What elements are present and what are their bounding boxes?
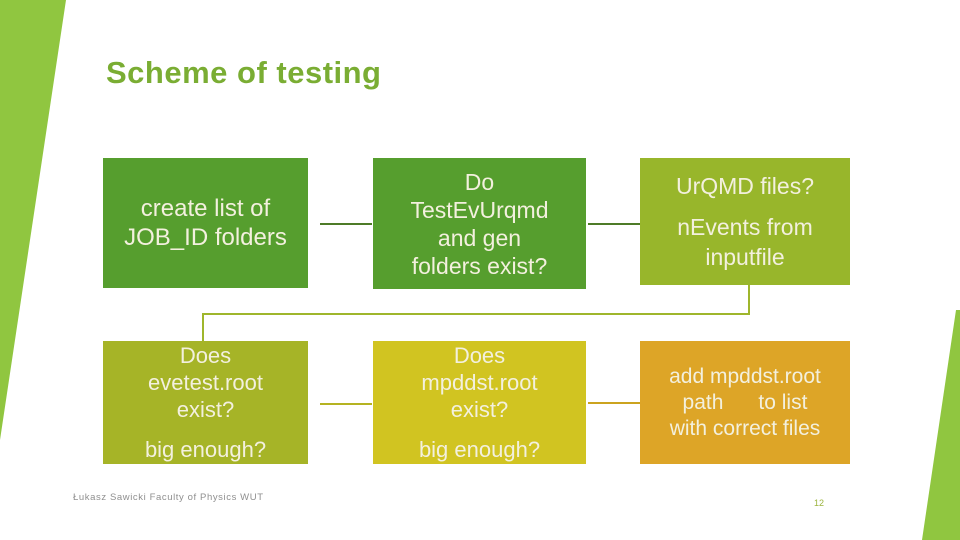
- page-number: 12: [814, 498, 825, 508]
- flow-box-mpddst-root: Does mpddst.root exist? big enough?: [373, 341, 586, 464]
- flow-box-evetest-root: Does evetest.root exist? big enough?: [103, 341, 308, 464]
- connector-elbow-horizontal: [202, 313, 750, 315]
- flow-box-text: UrQMD files?: [675, 173, 814, 199]
- flow-box-urqmd-files: UrQMD files? nEvents from inputfile: [640, 158, 850, 285]
- flow-box-text: add mpddst.root path to list with correc…: [669, 364, 821, 440]
- connector-urqmd-down-stub: [748, 285, 750, 313]
- left-accent-wedge: [0, 0, 66, 440]
- footer-author: Łukasz Sawicki Faculty of Physics WUT: [73, 492, 264, 503]
- connector-mpddst-to-addpath: [588, 402, 640, 404]
- connector-create-to-testev: [320, 223, 372, 225]
- connector-evetest-up-stub: [202, 313, 204, 341]
- flow-box-text-secondary: big enough?: [144, 437, 267, 462]
- flow-box-text: Does mpddst.root exist?: [421, 343, 538, 422]
- flow-box-text: Do TestEvUrqmd and gen folders exist?: [410, 168, 549, 279]
- flow-box-testev-urqmd: Do TestEvUrqmd and gen folders exist?: [373, 158, 586, 289]
- flow-box-add-path: add mpddst.root path to list with correc…: [640, 341, 850, 464]
- connector-evetest-to-mpddst: [320, 403, 372, 405]
- flow-box-text-secondary: big enough?: [418, 437, 541, 462]
- flow-box-text: create list of JOB_ID folders: [124, 195, 287, 251]
- flow-box-create-list: create list of JOB_ID folders: [103, 158, 308, 288]
- connector-testev-to-urqmd: [588, 223, 640, 225]
- flow-box-text: Does evetest.root exist?: [148, 343, 263, 422]
- flow-box-text-secondary: nEvents from inputfile: [677, 214, 813, 270]
- page-title: Scheme of testing: [106, 55, 382, 90]
- bottom-right-accent-wedge: [922, 310, 960, 540]
